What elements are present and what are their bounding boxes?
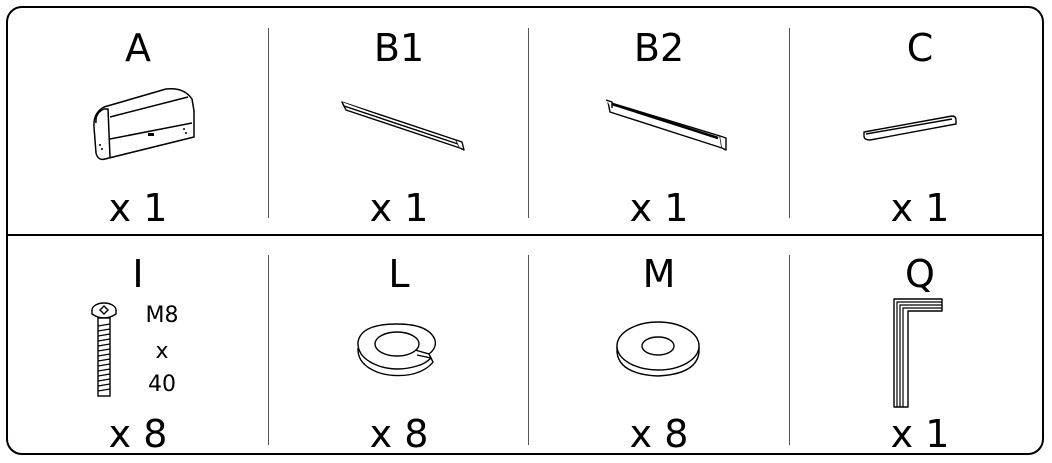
part-label-b1: B1 — [373, 26, 425, 70]
part-label-q: Q — [905, 252, 935, 296]
hex-bolt-icon — [91, 302, 117, 397]
part-qty-b1: x 1 — [369, 186, 429, 230]
allen-key-icon — [893, 298, 943, 408]
bolt-spec-x: x — [155, 339, 169, 364]
bolt-spec-length: 40 — [148, 372, 176, 397]
slotted-rail-icon — [605, 99, 727, 151]
flat-washer-icon — [616, 321, 700, 377]
part-qty-m: x 8 — [629, 412, 689, 456]
column-divider — [528, 28, 529, 218]
column-divider — [789, 255, 790, 445]
side-rail-icon — [341, 101, 465, 151]
bolt-spec-size: M8 — [145, 303, 179, 328]
part-label-b2: B2 — [633, 26, 685, 70]
part-label-i: I — [132, 252, 144, 296]
parts-list-frame — [6, 6, 1044, 455]
part-label-a: A — [125, 26, 151, 70]
part-qty-a: x 1 — [108, 186, 168, 230]
column-divider — [268, 255, 269, 445]
headboard-panel-icon — [93, 87, 195, 161]
column-divider — [268, 28, 269, 218]
spring-washer-icon — [357, 323, 437, 377]
part-qty-q: x 1 — [890, 412, 950, 456]
part-qty-b2: x 1 — [629, 186, 689, 230]
short-rail-icon — [863, 115, 957, 141]
part-label-c: C — [906, 26, 934, 70]
part-qty-i: x 8 — [108, 412, 168, 456]
part-label-m: M — [642, 252, 676, 296]
part-label-l: L — [388, 252, 410, 296]
row-divider — [8, 234, 1044, 236]
part-qty-c: x 1 — [890, 186, 950, 230]
column-divider — [789, 28, 790, 218]
column-divider — [528, 255, 529, 445]
part-qty-l: x 8 — [369, 412, 429, 456]
